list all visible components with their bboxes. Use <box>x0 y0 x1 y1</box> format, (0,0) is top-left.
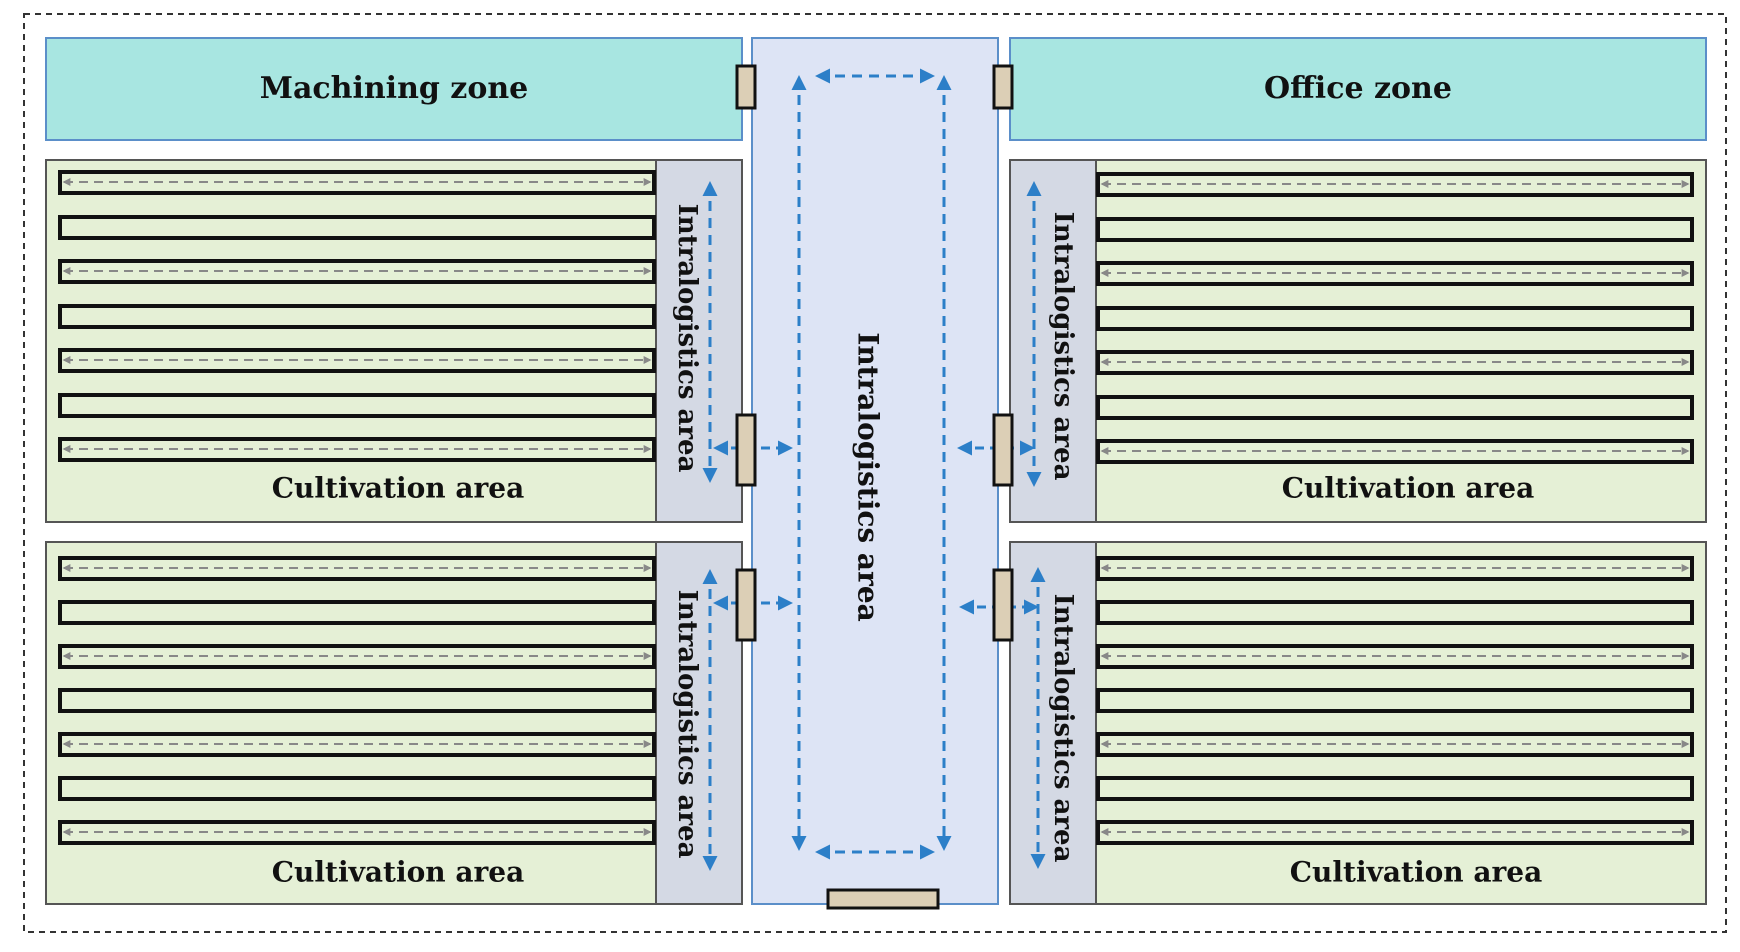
central-intralogistics-area: Intralogistics area <box>751 37 999 905</box>
bench-rows <box>1096 556 1694 845</box>
bench-row <box>58 600 656 625</box>
bench-row <box>1096 350 1694 375</box>
side-intralogistics-bottom-right <box>1009 541 1097 905</box>
door <box>992 568 1014 642</box>
bench-row <box>1096 217 1694 242</box>
cultivation-label: Cultivation area <box>1290 856 1542 889</box>
bench-row <box>58 644 656 669</box>
bench-flow-arrows <box>1100 180 1690 455</box>
side-intralogistics-label: Intralogistics area <box>672 590 702 859</box>
central-intralogistics-label: Intralogistics area <box>852 332 885 622</box>
bench-rows <box>58 170 656 462</box>
bench-row <box>58 259 656 284</box>
bench-row <box>58 556 656 581</box>
door <box>735 413 757 487</box>
bench-row <box>1096 556 1694 581</box>
bench-row <box>1096 600 1694 625</box>
bench-rows <box>58 556 656 845</box>
facility-boundary <box>23 13 1727 933</box>
bench-row <box>58 348 656 373</box>
side-intralogistics-top-left <box>655 159 743 523</box>
door <box>735 568 757 642</box>
bench-row <box>58 437 656 462</box>
machining-zone-label: Machining zone <box>260 71 529 106</box>
bench-row <box>58 820 656 845</box>
door <box>735 64 757 110</box>
cultivation-block-top-right: Intralogistics area Cultivation area <box>1009 159 1707 523</box>
side-intralogistics-label: Intralogistics area <box>1048 594 1078 863</box>
cultivation-block-top-left: Intralogistics area Cultivation area <box>45 159 743 523</box>
cultivation-block-bottom-right: Intralogistics area Cultivation area <box>1009 541 1707 905</box>
side-intralogistics-label: Intralogistics area <box>672 204 702 473</box>
bench-row <box>1096 439 1694 464</box>
bench-row <box>1096 688 1694 713</box>
bench-row <box>1096 820 1694 845</box>
side-intralogistics-top-right <box>1009 159 1097 523</box>
side-intralogistics-label: Intralogistics area <box>1048 212 1078 481</box>
door <box>826 888 940 910</box>
bench-row <box>1096 172 1694 197</box>
doors <box>735 64 1014 910</box>
bench-row <box>58 170 656 195</box>
machining-zone: Machining zone <box>45 37 743 141</box>
bench-rows <box>1096 172 1694 464</box>
bench-row <box>1096 261 1694 286</box>
bench-row <box>58 304 656 329</box>
bench-row <box>58 776 656 801</box>
cultivation-label: Cultivation area <box>1282 472 1534 505</box>
bench-row <box>1096 306 1694 331</box>
door <box>992 64 1014 110</box>
bench-row <box>58 393 656 418</box>
bench-flow-arrows <box>1100 564 1690 836</box>
cultivation-block-bottom-left: Intralogistics area Cultivation area <box>45 541 743 905</box>
bench-row <box>58 688 656 713</box>
office-zone: Office zone <box>1009 37 1707 141</box>
bench-flow-arrows <box>62 564 652 836</box>
bench-flow-arrows <box>62 178 652 453</box>
cultivation-label: Cultivation area <box>272 472 524 505</box>
bench-row <box>1096 776 1694 801</box>
bench-row <box>1096 644 1694 669</box>
bench-row <box>1096 395 1694 420</box>
cultivation-label: Cultivation area <box>272 856 524 889</box>
door <box>992 413 1014 487</box>
bench-row <box>58 732 656 757</box>
bench-row <box>1096 732 1694 757</box>
office-zone-label: Office zone <box>1264 71 1452 106</box>
bench-row <box>58 215 656 240</box>
central-flow-arrows <box>791 68 952 860</box>
